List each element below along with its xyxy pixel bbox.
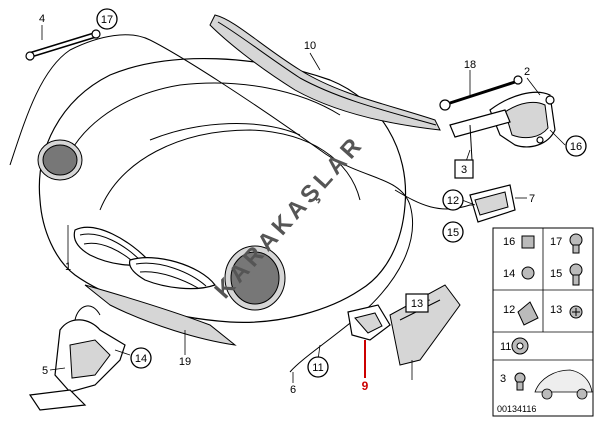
clip-icon <box>517 301 539 326</box>
bushing-icon <box>511 337 529 355</box>
legend-label-17: 17 <box>550 236 562 248</box>
svg-text:12: 12 <box>447 195 459 207</box>
leader-lines <box>41 25 566 383</box>
gas-strut-part-4 <box>25 29 101 61</box>
nut-icon <box>521 235 535 249</box>
svg-text:3: 3 <box>461 164 467 176</box>
callout-11: 11 <box>307 356 329 378</box>
callout-6: 6 <box>290 384 296 396</box>
legend-label-14: 14 <box>503 268 515 280</box>
bolt-icon <box>569 263 583 286</box>
callout-3: 3 <box>454 159 474 179</box>
legend-label-12: 12 <box>503 304 515 316</box>
hood-part-1 <box>37 57 407 323</box>
small-parts-legend: 16 17 14 15 12 13 11 <box>492 227 594 417</box>
panel-part-19 <box>84 284 237 346</box>
callout-4: 4 <box>39 13 45 25</box>
grommet-icon <box>521 266 535 280</box>
callout-13: 13 <box>405 293 429 313</box>
legend-label-13: 13 <box>550 304 562 316</box>
svg-text:15: 15 <box>447 227 459 239</box>
svg-text:16: 16 <box>570 141 582 153</box>
callout-10: 10 <box>304 40 316 52</box>
ground-strap-part-18 <box>439 75 523 111</box>
callout-16: 16 <box>565 135 587 157</box>
callout-1: 1 <box>65 261 71 273</box>
callout-19: 19 <box>179 356 191 368</box>
callout-17: 17 <box>96 8 118 30</box>
reference-code: 00134116 <box>497 404 536 414</box>
fastener-icon <box>514 372 526 391</box>
rivet-icon <box>569 233 583 254</box>
callout-9-highlighted: 9 <box>362 379 369 393</box>
cover-part-9 <box>347 304 391 341</box>
callout-7: 7 <box>529 193 535 205</box>
callout-14: 14 <box>130 347 152 369</box>
hinge-part-2 <box>489 91 556 148</box>
callout-15: 15 <box>442 221 464 243</box>
callout-18: 18 <box>464 59 476 71</box>
legend-label-15: 15 <box>550 268 562 280</box>
car-silhouette-icon <box>534 369 593 400</box>
legend-label-16: 16 <box>503 236 515 248</box>
bracket-part-3 <box>449 109 511 161</box>
svg-text:11: 11 <box>312 362 323 374</box>
callout-5: 5 <box>42 365 48 377</box>
lock-part-5 <box>28 305 126 411</box>
svg-text:14: 14 <box>135 353 147 365</box>
seal-part-10 <box>209 14 441 131</box>
svg-text:13: 13 <box>411 298 423 310</box>
screw-icon <box>569 305 583 319</box>
callout-12: 12 <box>442 189 464 211</box>
release-handle-part-7 <box>469 184 516 223</box>
callout-2: 2 <box>524 66 530 78</box>
svg-text:17: 17 <box>101 14 113 26</box>
legend-label-3: 3 <box>500 373 506 385</box>
legend-label-11: 11 <box>500 341 511 353</box>
